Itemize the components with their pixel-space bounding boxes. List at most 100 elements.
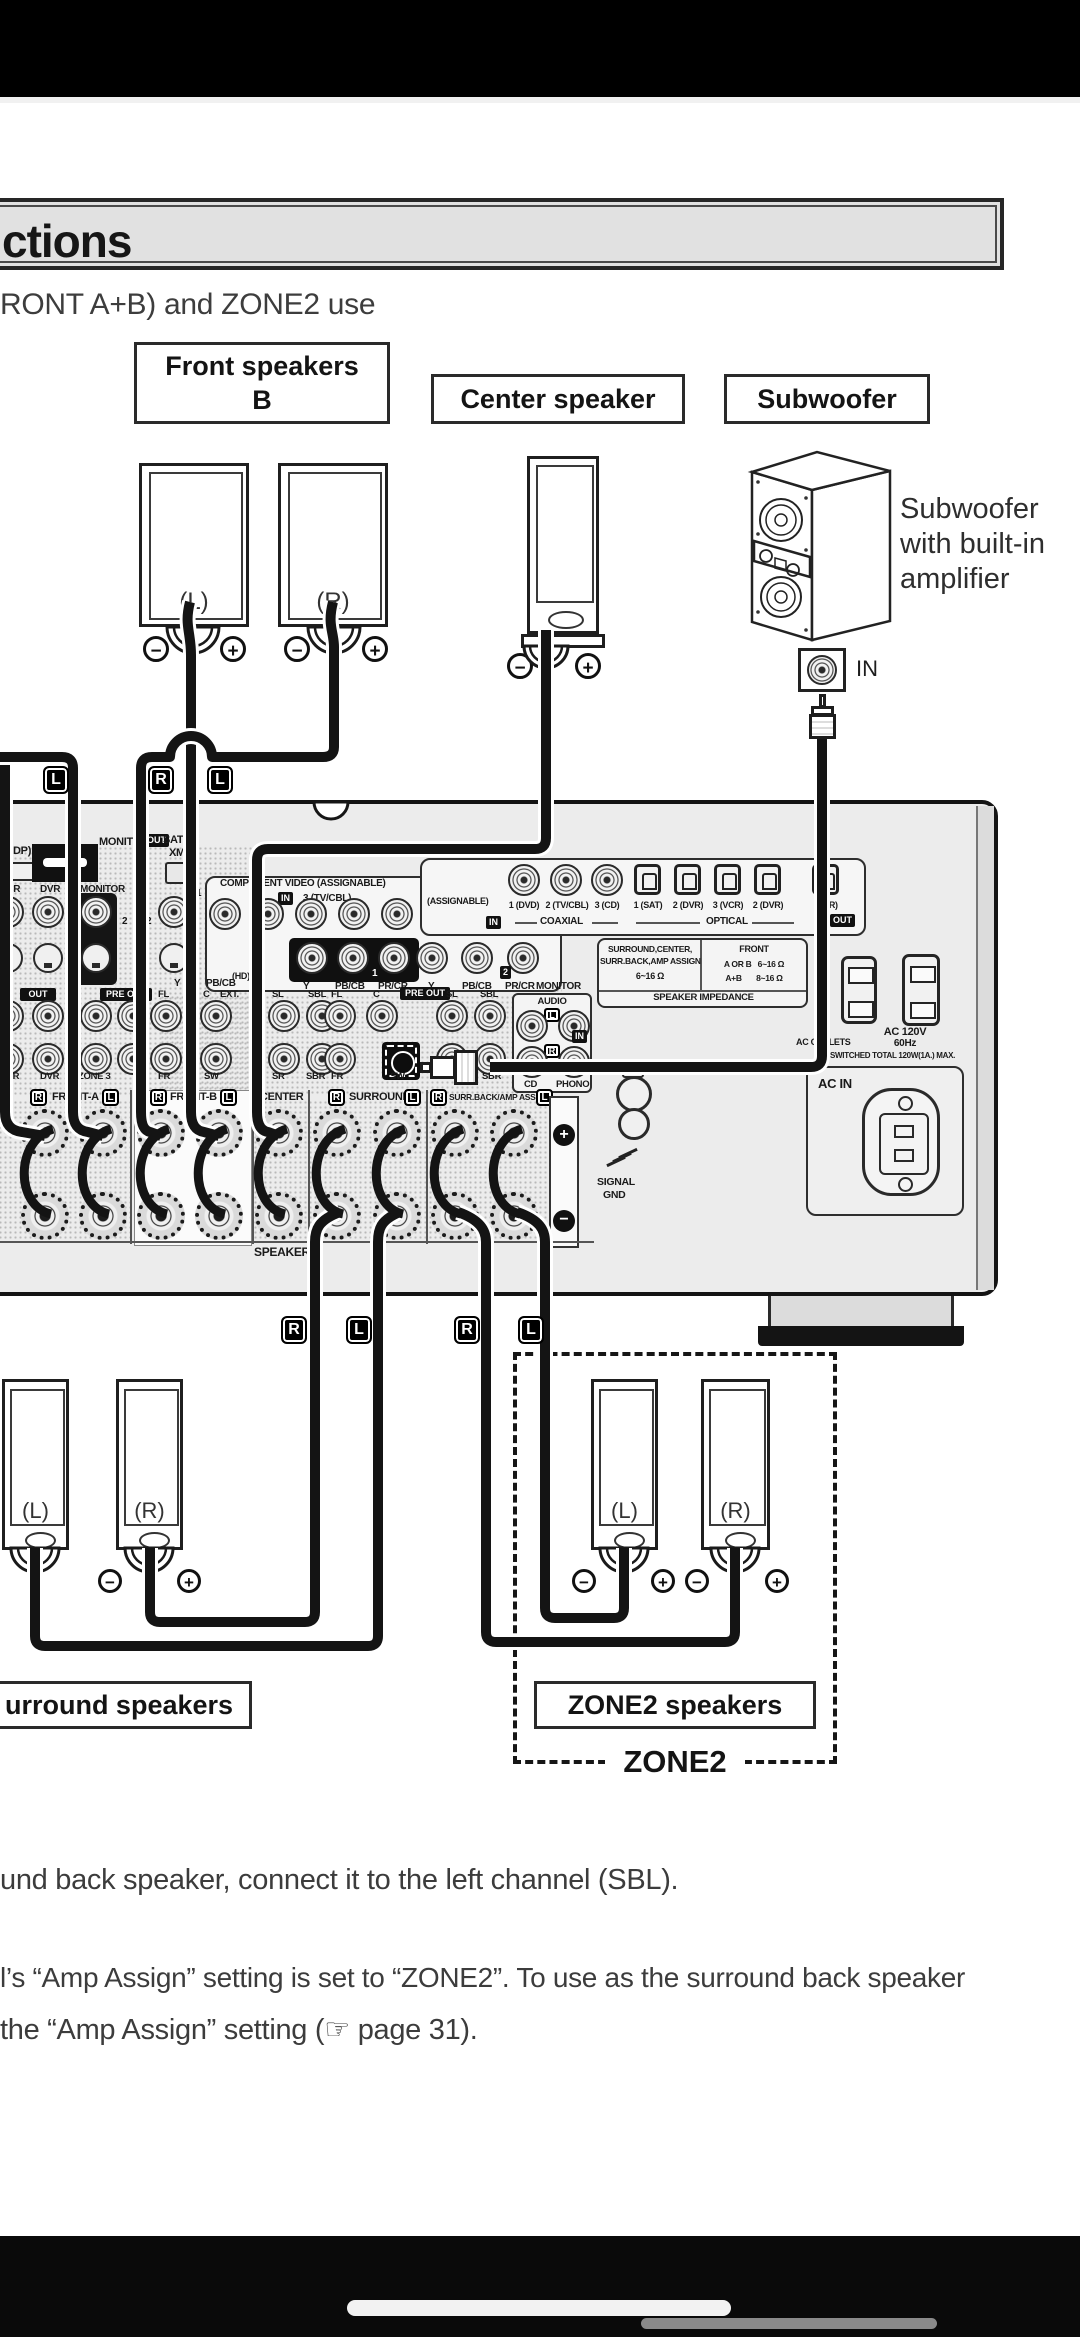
terminal-r-badge: R — [30, 1089, 47, 1106]
minus-terminal: − — [143, 636, 169, 662]
pre-out-badge: PRE OUT — [100, 988, 152, 1001]
bottom-sbr2: SBR — [482, 1071, 502, 1082]
terminal-l-badge: L — [404, 1089, 421, 1106]
surround-left-mark: (L) — [22, 1498, 49, 1523]
num-two: 2 — [122, 916, 128, 927]
channel-badge-r: R — [148, 766, 174, 794]
component-num1-row: 1 — [372, 968, 378, 979]
zone2-speakers-label-text: ZONE2 speakers — [567, 1690, 783, 1720]
digital-title: DIGITAL — [424, 843, 466, 855]
surr-back-header: SURR.BACK/AMP ASSIGN — [449, 1092, 550, 1102]
pointing-hand-icon: ☞ — [324, 2014, 350, 2046]
zone2-speakers-label: ZONE2 speakers — [534, 1681, 816, 1729]
surround-speakers-label: urround speakers — [0, 1681, 252, 1729]
bottom-dvr: DVR — [40, 1071, 60, 1082]
minus-terminal: − — [284, 636, 310, 662]
antenna-jack — [165, 862, 191, 884]
impedance-front: FRONT — [739, 944, 769, 954]
preout-c2: C — [373, 989, 380, 1000]
hd-label: (HD) — [232, 971, 250, 981]
subwoofer-caption-line3: amplifier — [900, 563, 1010, 595]
plus-terminal: + — [362, 636, 388, 662]
ac-outlet-1 — [841, 956, 877, 1024]
speakers-label: SPEAKERS — [254, 1245, 318, 1259]
front-b-header: FRONT-B — [170, 1091, 217, 1103]
front-left-mark: (L) — [179, 588, 209, 615]
ac-hz-label: 60Hz — [893, 1038, 917, 1049]
plus-terminal: + — [220, 636, 246, 662]
impedance-l1: SURROUND,CENTER, — [608, 944, 692, 954]
surround-speaker-right: (R) — [116, 1379, 183, 1550]
plus-mark: + — [553, 1124, 575, 1146]
opt-vcr-out: (VCR) — [814, 900, 838, 910]
terminal-r-badge: R — [328, 1089, 345, 1106]
subwoofer-in-label: IN — [856, 656, 878, 681]
subwoofer-caption-line1: Subwoofer — [900, 493, 1039, 525]
prcr-label: PR/CR — [505, 981, 535, 992]
coax-3-cd: 3 (CD) — [594, 900, 620, 910]
subwoofer-label: Subwoofer — [724, 374, 930, 424]
channel-badge-r: R — [454, 1316, 480, 1344]
channel-badge-l: L — [43, 766, 69, 794]
hdp-label: (HDP) — [2, 845, 32, 857]
vcr-row-label: VCR — [0, 884, 21, 895]
center-speaker-label: Center speaker — [431, 374, 685, 424]
num-two: 2 — [146, 916, 152, 927]
sw-plug-body — [454, 1050, 478, 1085]
coax-2-tvcbl: 2 (TV/CBL) — [545, 900, 589, 910]
preout-fl: FL — [158, 989, 170, 1000]
front-speaker-right: (R) — [278, 463, 388, 627]
plus-terminal: + — [651, 1569, 675, 1593]
phono-label: PHONO — [556, 1079, 590, 1090]
signal-label: SIGNAL — [597, 1176, 635, 1188]
impedance-aplusb: A+B 8~16 Ω — [725, 973, 783, 983]
channel-badge-l: L — [518, 1316, 544, 1344]
subwoofer-caption: Subwoofer with built-in amplifier — [900, 492, 1045, 597]
home-indicator[interactable] — [347, 2300, 731, 2316]
panel-side-line — [976, 806, 978, 1290]
preout-sl: SL — [272, 989, 284, 1000]
sw-plug-collar — [430, 1056, 456, 1079]
component-num1: 1 — [196, 888, 202, 899]
preout-sl2: SL — [446, 989, 458, 1000]
rca-plug-body — [809, 714, 836, 739]
bottom-fr2: FR — [331, 1071, 344, 1082]
channel-badge-l: L — [346, 1316, 372, 1344]
page-top-strip — [0, 97, 1080, 103]
center-speaker — [527, 456, 599, 634]
impedance-l3: 6~16 Ω — [635, 971, 665, 981]
cd-label: CD — [524, 1079, 538, 1090]
status-bar — [0, 0, 1080, 97]
zone2-speaker-right: (R) — [701, 1379, 770, 1550]
bottom-zone3: ZONE 3 — [78, 1071, 111, 1082]
gnd-knob — [616, 1076, 652, 1112]
minus-terminal: − — [685, 1569, 709, 1593]
center-speaker-base — [521, 634, 605, 648]
minus-terminal: − — [507, 653, 533, 679]
note-line3b: page 31). — [349, 2014, 478, 2046]
y-label: Y — [174, 978, 181, 989]
subwoofer-in-jack — [798, 648, 846, 692]
channel-badge-l: L — [207, 766, 233, 794]
channel-badge-r: R — [281, 1316, 307, 1344]
terminal-r-badge: R — [150, 1089, 167, 1106]
surround-speaker-left: (L) — [2, 1379, 69, 1550]
bottom-sbr: SBR — [306, 1071, 326, 1082]
section-title: ctions — [2, 215, 132, 267]
bottom-sw2: SW — [390, 1071, 405, 1082]
minus-mark: − — [553, 1210, 575, 1232]
surround-right-mark: (R) — [134, 1498, 165, 1523]
impedance-footer: SPEAKER IMPEDANCE — [653, 992, 754, 1003]
preout-c: C — [203, 989, 210, 1000]
receiver-foot-base — [758, 1326, 964, 1346]
monitor-label: MONITOR — [536, 981, 581, 992]
secondary-indicator[interactable] — [641, 2318, 937, 2329]
front-a-header: FRONT-A — [52, 1091, 99, 1103]
terminal-l-badge: L — [220, 1089, 237, 1106]
pre-out-badge: PRE OUT — [400, 987, 450, 1000]
preout-sbl2: SBL — [480, 989, 499, 1000]
sat-label: SAT — [163, 834, 184, 846]
preout-ext: EXT. — [220, 989, 239, 1000]
coaxial-label: COAXIAL — [540, 916, 583, 927]
opt-3-vcr: 3 (VCR) — [712, 900, 744, 910]
